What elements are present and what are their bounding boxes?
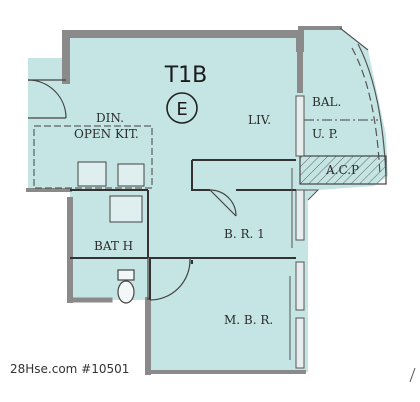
watermark-text: 28Hse.com #10501 xyxy=(10,362,129,376)
entry-door[interactable] xyxy=(27,79,67,119)
bedroom1-door[interactable] xyxy=(209,189,237,217)
label-din: DIN. xyxy=(96,111,124,125)
kitchen-hob xyxy=(117,163,145,187)
label-acp: A.C.P xyxy=(325,163,359,177)
bath-basin xyxy=(109,195,143,223)
label-mbr: M. B. R. xyxy=(224,313,273,327)
kitchen-sink xyxy=(77,161,107,187)
corner-mark xyxy=(409,367,416,383)
label-open-kit: OPEN KIT. xyxy=(74,127,139,141)
label-br1: B. R. 1 xyxy=(224,227,265,241)
closet-lines xyxy=(289,168,293,360)
toilet-icon xyxy=(117,269,135,304)
unit-name: T1B xyxy=(164,63,208,88)
east-window-wall xyxy=(295,95,305,369)
label-up: U. P. xyxy=(312,127,338,141)
unit-marker-circle xyxy=(166,92,198,124)
label-liv: LIV. xyxy=(248,113,271,127)
unit-marker: E xyxy=(176,99,187,120)
acp-platform xyxy=(299,155,387,185)
master-bedroom-door[interactable] xyxy=(149,258,191,301)
label-bath: BAT H xyxy=(94,239,133,253)
outer-walls xyxy=(26,26,342,375)
interior-walls xyxy=(70,159,296,300)
label-bal: BAL. xyxy=(312,95,341,109)
unit-floor-area xyxy=(28,28,388,372)
